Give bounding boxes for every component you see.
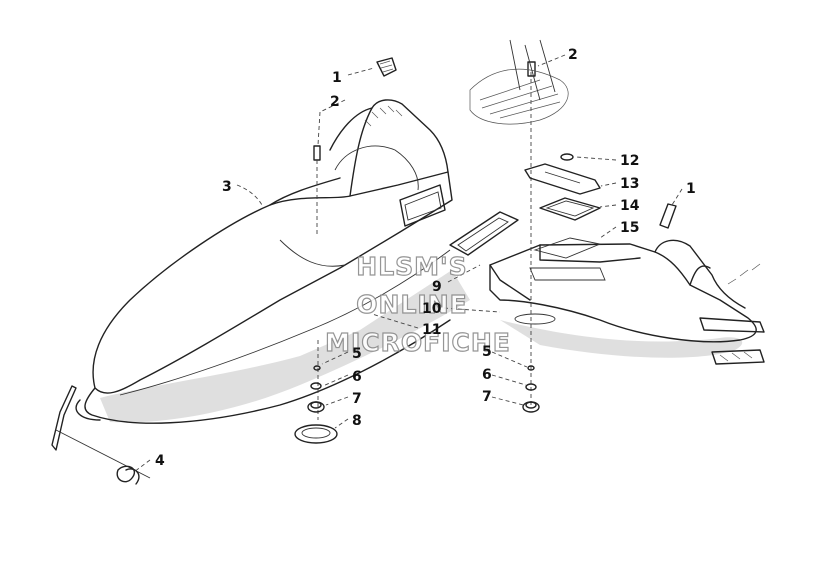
callout-8: 8 (352, 413, 362, 429)
callout-15: 15 (620, 220, 639, 236)
callout-2-right: 2 (568, 47, 578, 63)
callout-12: 12 (620, 153, 639, 169)
screw-part-2-right (527, 61, 536, 77)
callout-5-left: 5 (352, 346, 362, 362)
mounting-bracket-top (469, 39, 569, 125)
callout-1-left: 1 (332, 70, 342, 86)
callout-14: 14 (620, 198, 640, 214)
callout-6-right: 6 (482, 367, 492, 383)
callout-7-left: 7 (352, 391, 362, 407)
mounting-plate-part-13 (524, 163, 601, 195)
lid-part-15 (533, 237, 602, 259)
callout-6-left: 6 (352, 369, 362, 385)
callout-7-right: 7 (482, 389, 492, 405)
pad-part-1-left (376, 57, 397, 77)
hardware-stack-right (522, 365, 540, 413)
pad-part-1-right (659, 203, 677, 229)
screw-part-2-left (313, 145, 321, 235)
callout-5-right: 5 (482, 344, 492, 360)
callout-4: 4 (155, 453, 165, 469)
grommet-part-12 (560, 153, 574, 161)
trim-frame (447, 211, 519, 283)
hardware-stack-left (294, 340, 338, 444)
seal-part-14 (539, 197, 601, 221)
callout-3: 3 (222, 179, 232, 195)
callout-numbers: 1 2 3 4 5 6 7 8 9 10 11 2 12 13 14 15 1 … (155, 47, 696, 469)
seat-body-panel (75, 99, 470, 424)
base-tray (489, 239, 765, 365)
leader-lines (133, 54, 683, 473)
callout-13: 13 (620, 176, 639, 192)
watermark: HLSM'S ONLINE MICROFICHE (325, 251, 511, 357)
clip-part-4 (51, 385, 151, 485)
callout-2-left: 2 (330, 94, 340, 110)
callout-10: 10 (422, 301, 442, 317)
watermark-line-3: MICROFICHE (325, 328, 511, 357)
watermark-line-1: HLSM'S (356, 252, 467, 281)
callout-11: 11 (422, 322, 441, 338)
callout-9: 9 (432, 279, 442, 295)
callout-1-right: 1 (686, 181, 696, 197)
watermark-line-2: ONLINE (356, 290, 467, 319)
